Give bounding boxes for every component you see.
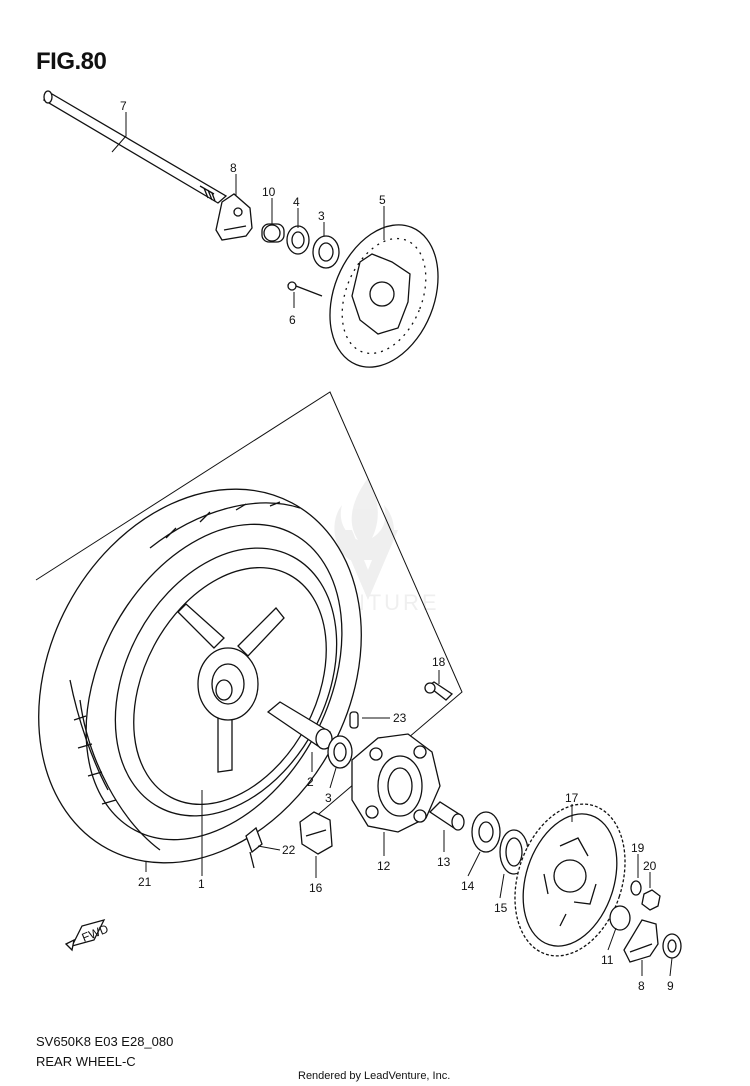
callout-5: 5 bbox=[379, 193, 386, 207]
bearing-3-upper bbox=[312, 235, 340, 269]
bearing-14 bbox=[471, 811, 501, 853]
chain-adjuster-right-8 bbox=[623, 919, 659, 963]
callout-18: 18 bbox=[432, 655, 446, 669]
pin-23 bbox=[349, 711, 359, 729]
callout-7: 7 bbox=[120, 99, 127, 113]
callout-12: 12 bbox=[377, 859, 391, 873]
section-name: REAR WHEEL-C bbox=[36, 1054, 136, 1069]
model-code: SV650K8 E03 E28_080 bbox=[36, 1034, 174, 1049]
spacer-13 bbox=[428, 801, 465, 831]
callout-2: 2 bbox=[307, 775, 314, 789]
sleeve-2 bbox=[266, 701, 333, 750]
callout-3-lower: 3 bbox=[325, 791, 332, 805]
callout-labels: 7 8 10 4 3 5 6 18 23 2 3 12 13 14 15 16 … bbox=[120, 99, 674, 993]
callout-4: 4 bbox=[293, 195, 300, 209]
spacer-10 bbox=[261, 223, 285, 243]
callout-19: 19 bbox=[631, 841, 645, 855]
callout-23: 23 bbox=[393, 711, 407, 725]
leader-lines bbox=[111, 112, 673, 977]
callout-1: 1 bbox=[198, 877, 205, 891]
washer-19 bbox=[630, 880, 642, 896]
callout-9: 9 bbox=[667, 979, 674, 993]
callout-3-upper: 3 bbox=[318, 209, 325, 223]
spacer-11 bbox=[609, 905, 631, 931]
bolt-6 bbox=[287, 281, 323, 297]
callout-16: 16 bbox=[309, 881, 323, 895]
cush-damper-16 bbox=[299, 811, 333, 855]
callout-22: 22 bbox=[282, 843, 296, 857]
bolt-18 bbox=[424, 681, 454, 701]
callout-11: 11 bbox=[601, 953, 614, 967]
figure-title: FIG.80 bbox=[36, 48, 107, 75]
valve-22 bbox=[245, 826, 263, 869]
callout-21: 21 bbox=[138, 875, 152, 889]
callout-8-lower: 8 bbox=[638, 979, 645, 993]
chain-adjuster-left bbox=[215, 193, 253, 241]
callout-17: 17 bbox=[565, 791, 579, 805]
axle-part bbox=[42, 90, 228, 204]
render-credit: Rendered by LeadVenture, Inc. bbox=[298, 1070, 451, 1082]
nut-9 bbox=[662, 933, 682, 959]
brake-disc-5 bbox=[329, 224, 439, 368]
sprocket-hub-12 bbox=[351, 733, 441, 833]
nut-20 bbox=[641, 889, 661, 911]
callout-8-upper: 8 bbox=[230, 161, 237, 175]
callout-15: 15 bbox=[494, 901, 508, 915]
wheel-rim-1 bbox=[114, 547, 338, 817]
rear-sprocket-17 bbox=[514, 803, 626, 957]
callout-10: 10 bbox=[262, 185, 276, 199]
callout-14: 14 bbox=[461, 879, 475, 893]
forward-arrow-icon: FWD bbox=[64, 918, 111, 952]
seal-4 bbox=[286, 225, 310, 255]
bearing-3-lower bbox=[327, 735, 353, 769]
callout-13: 13 bbox=[437, 855, 451, 869]
callout-6: 6 bbox=[289, 313, 296, 327]
callout-20: 20 bbox=[643, 859, 657, 873]
